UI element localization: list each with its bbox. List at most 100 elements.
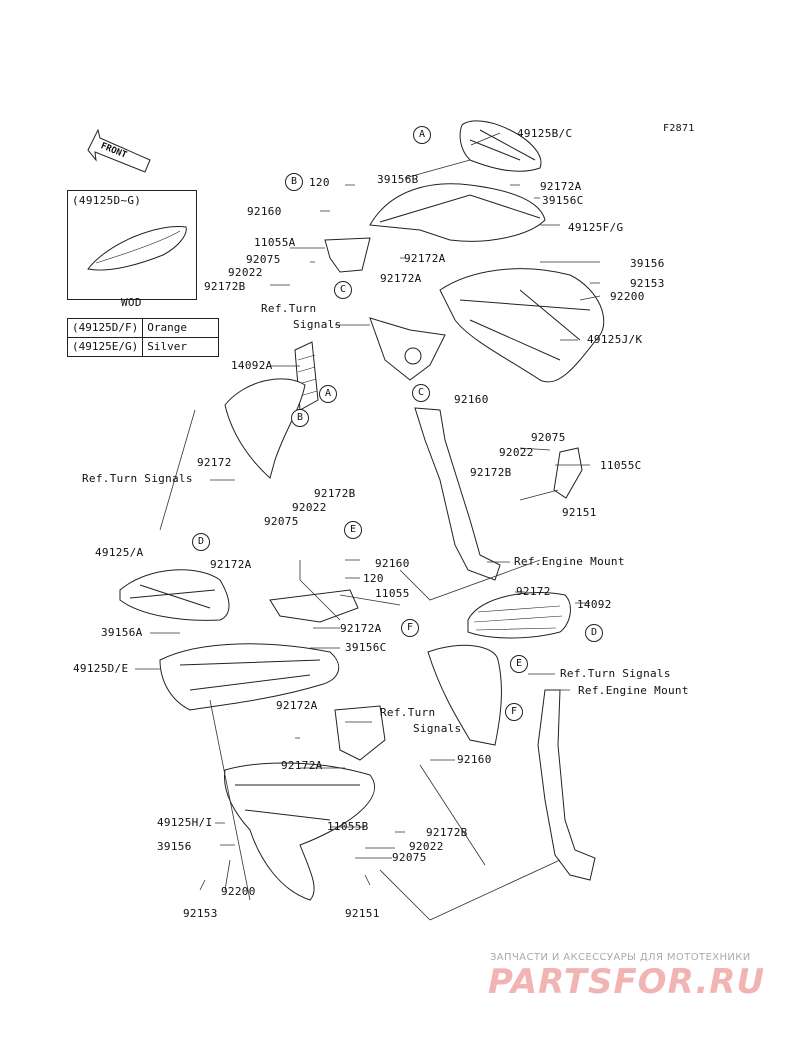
- bracket-part-11055: [269, 589, 359, 623]
- callout-d: D: [192, 533, 210, 551]
- part-label: 49125J/K: [587, 333, 643, 346]
- part-label: 92075: [264, 515, 299, 528]
- part-label: 39156C: [542, 194, 584, 207]
- inset-part-drawing: [87, 225, 187, 271]
- part-label: 92172A: [540, 180, 582, 193]
- inset-footer: WOD: [121, 296, 142, 309]
- callout-a: A: [319, 385, 337, 403]
- part-label: 92075: [531, 431, 566, 444]
- part-label: 49125D/E: [73, 662, 129, 675]
- part-label: 49125B/C: [517, 127, 573, 140]
- figure-code: F2871: [663, 123, 695, 134]
- part-label: 92075: [392, 851, 427, 864]
- legend-row: (49125D/F) Orange: [68, 319, 218, 337]
- watermark-tagline: ЗАПЧАСТИ И АКСЕССУАРЫ ДЛЯ МОТОТЕХНИКИ: [490, 952, 751, 963]
- callout-a: A: [413, 126, 431, 144]
- part-label: 49125H/I: [157, 816, 213, 829]
- grille-part-14092: [467, 592, 571, 639]
- part-label: 39156: [630, 257, 665, 270]
- part-label: 92022: [499, 446, 534, 459]
- ref-label: Ref.Turn Signals: [560, 667, 671, 680]
- front-arrow-icon: [87, 128, 151, 173]
- callout-c: C: [412, 384, 430, 402]
- callout-f: F: [401, 619, 419, 637]
- part-label: 92172B: [426, 826, 468, 839]
- part-label: 49125F/G: [568, 221, 624, 234]
- part-label: 11055B: [327, 820, 369, 833]
- ref-label: Ref.Engine Mount: [578, 684, 689, 697]
- part-label: 92172A: [210, 558, 252, 571]
- ref-label: Signals: [293, 318, 342, 331]
- bracket-part-11055a: [324, 237, 371, 273]
- ref-label: Ref.Engine Mount: [514, 555, 625, 568]
- part-label: 11055: [375, 587, 410, 600]
- part-label: 92172A: [404, 252, 446, 265]
- callout-d: D: [585, 624, 603, 642]
- part-label: 92160: [454, 393, 489, 406]
- part-label: 92172A: [281, 759, 323, 772]
- shroud-part-49125de: [159, 643, 340, 711]
- part-label: 49125/A: [95, 546, 144, 559]
- legend-code: (49125D/F): [72, 321, 139, 334]
- frame-arm-upper: [414, 407, 501, 581]
- part-label: 92172A: [380, 272, 422, 285]
- part-label: 92022: [409, 840, 444, 853]
- part-label: 120: [309, 176, 330, 189]
- panel-part-upper-left: [224, 378, 306, 479]
- part-label: 92172A: [276, 699, 318, 712]
- callout-b: B: [285, 173, 303, 191]
- panel-part-lower-right: [427, 644, 502, 746]
- part-label: 39156A: [101, 626, 143, 639]
- part-label: 11055C: [600, 459, 642, 472]
- part-label: 92151: [345, 907, 380, 920]
- part-label: 92153: [630, 277, 665, 290]
- legend-code: (49125E/G): [72, 340, 139, 353]
- cowl-part-49125fg: [369, 183, 546, 242]
- part-label: 39156B: [377, 173, 419, 186]
- ref-label: Ref.Turn: [380, 706, 436, 719]
- turn-signal-mount-upper: [369, 317, 446, 381]
- part-label: 92075: [246, 253, 281, 266]
- part-label: 11055A: [254, 236, 296, 249]
- part-label: 39156C: [345, 641, 387, 654]
- cowl-part-49125a: [119, 569, 230, 621]
- shroud-part-49125jk: [439, 268, 605, 383]
- bracket-part-11055c: [553, 447, 583, 499]
- color-variant-inset: (49125D~G): [67, 190, 197, 300]
- part-label: 92172B: [470, 466, 512, 479]
- part-label: 92160: [457, 753, 492, 766]
- part-label: 120: [363, 572, 384, 585]
- turn-signal-mount-lower: [334, 705, 386, 761]
- part-label: 92022: [292, 501, 327, 514]
- part-label: 92172B: [314, 487, 356, 500]
- part-label: 92151: [562, 506, 597, 519]
- part-label: 92172A: [340, 622, 382, 635]
- callout-e: E: [344, 521, 362, 539]
- part-label: 92153: [183, 907, 218, 920]
- part-label: 92160: [375, 557, 410, 570]
- legend-color: Silver: [142, 338, 218, 356]
- part-label: 92160: [247, 205, 282, 218]
- watermark-logo: PARTSFOR.RU: [488, 962, 766, 1002]
- legend-color: Orange: [142, 319, 218, 337]
- part-label: 39156: [157, 840, 192, 853]
- ref-label: Ref.Turn: [261, 302, 317, 315]
- inset-title: (49125D~G): [72, 194, 142, 207]
- part-label: 14092: [577, 598, 612, 611]
- callout-c: C: [334, 281, 352, 299]
- cowl-part-49125bc: [459, 120, 542, 172]
- part-label: 92022: [228, 266, 263, 279]
- legend-row: (49125E/G) Silver: [68, 337, 218, 356]
- part-label: 92200: [221, 885, 256, 898]
- part-label: 14092A: [231, 359, 273, 372]
- callout-e: E: [510, 655, 528, 673]
- part-label: 92200: [610, 290, 645, 303]
- part-label: 92172: [516, 585, 551, 598]
- callout-f: F: [505, 703, 523, 721]
- ref-label: Ref.Turn Signals: [82, 472, 193, 485]
- ref-label: Signals: [413, 722, 462, 735]
- frame-arm-lower: [537, 689, 596, 881]
- shroud-part-49125hi: [223, 762, 376, 901]
